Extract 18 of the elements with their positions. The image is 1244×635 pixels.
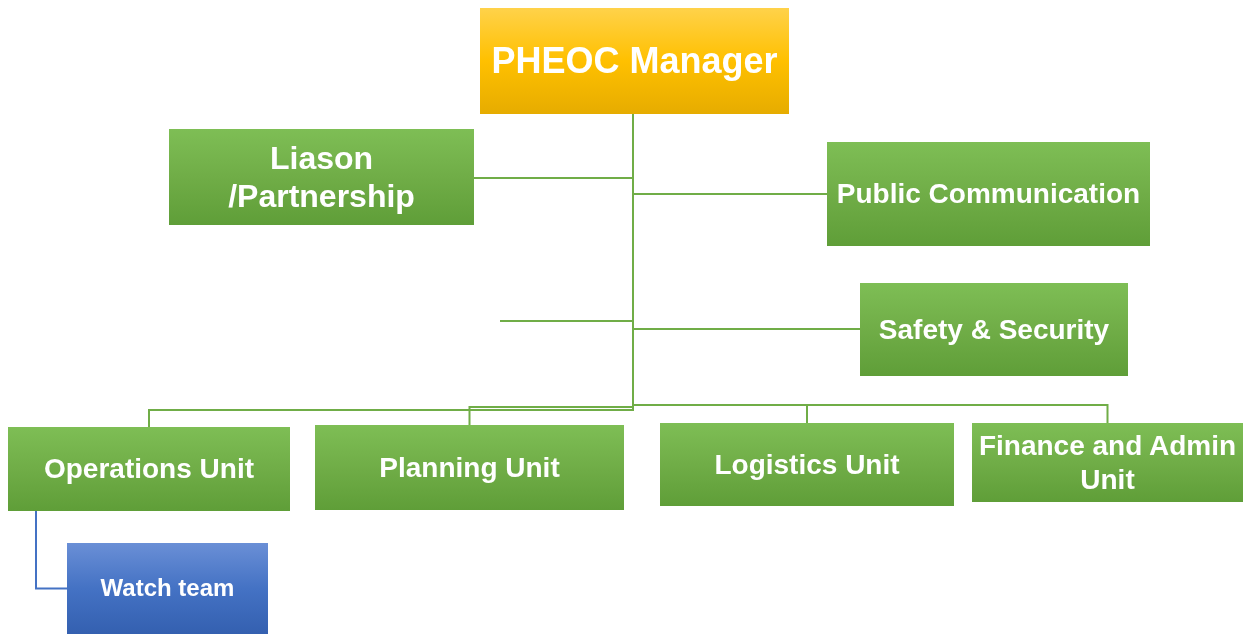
node-label: Liason /Partnership — [227, 138, 416, 216]
node-label: Logistics Unit — [714, 447, 900, 482]
node-label: Public Communication — [836, 177, 1141, 211]
node-label: Watch team — [100, 574, 235, 603]
unit-box — [8, 427, 290, 511]
node-label: Planning Unit — [379, 450, 560, 485]
node-label: Finance and Admin Unit — [977, 428, 1238, 497]
unit-box — [315, 425, 624, 510]
unit-box — [169, 129, 474, 225]
node-label: Operations Unit — [44, 452, 254, 486]
manager-box — [480, 8, 789, 114]
node-label: Safety & Security — [878, 312, 1110, 347]
connector-line — [35, 510, 68, 590]
node-label: PHEOC Manager — [491, 39, 778, 83]
unit-box — [860, 283, 1128, 376]
unit-box — [827, 142, 1150, 246]
team-box — [67, 543, 268, 634]
unit-box — [660, 423, 954, 506]
